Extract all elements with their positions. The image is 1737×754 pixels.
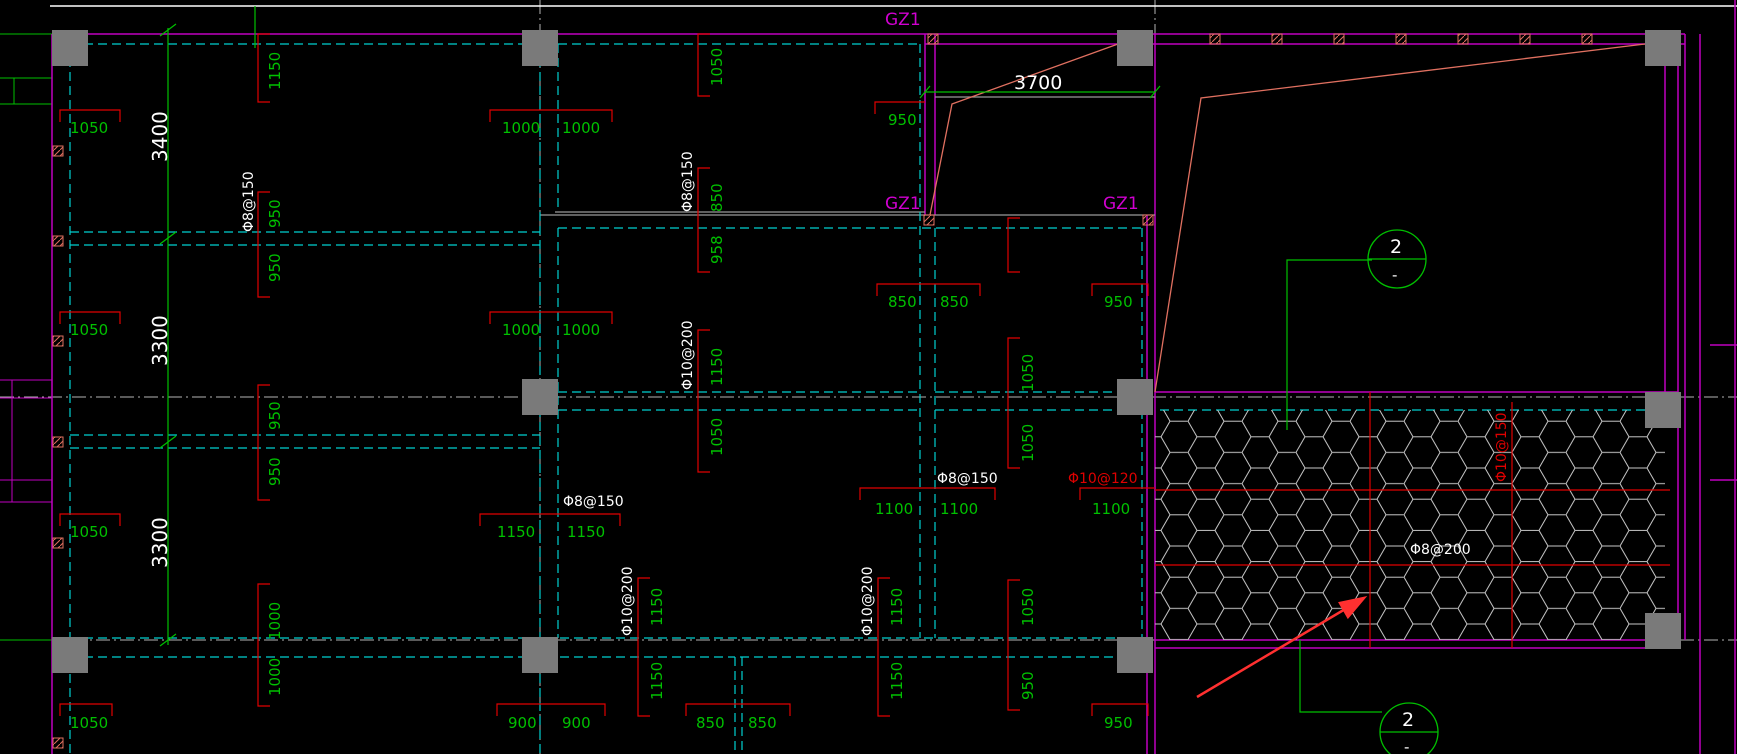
bar-length: 950 <box>266 401 284 430</box>
bar-length: 1100 <box>875 500 913 518</box>
rebar-labels: Φ8@150 Φ8@150 Φ10@200 Φ8@150 Φ8@150 Φ10@… <box>241 151 1510 636</box>
annotation-arrow <box>1196 596 1368 699</box>
bar-length: 950 <box>266 253 284 282</box>
gz1-label-mid-right: GZ1 <box>1103 194 1139 214</box>
section-sub-a: - <box>1392 266 1397 284</box>
bar-length: 950 <box>1019 671 1037 700</box>
dim-3300-a: 3300 <box>148 315 172 366</box>
bar-length: 850 <box>888 293 917 311</box>
bar-length: 950 <box>1104 714 1133 732</box>
bar-length: 850 <box>696 714 725 732</box>
gz1-label-mid-left: GZ1 <box>885 194 921 214</box>
hatched-slab <box>1155 410 1665 640</box>
section-markers <box>1367 229 1439 754</box>
rebar-label: Φ8@150 <box>937 471 998 487</box>
bar-length: 1000 <box>266 658 284 696</box>
section-num-b: 2 <box>1402 709 1414 731</box>
rebar-brackets-v <box>257 33 1670 717</box>
bar-length: 950 <box>266 199 284 228</box>
bar-length: 1050 <box>70 321 108 339</box>
bar-length: 1050 <box>708 48 726 86</box>
beam-outlines <box>69 43 1660 754</box>
columns <box>52 30 1681 673</box>
bar-length: 1050 <box>1019 354 1037 392</box>
bar-length: 1150 <box>266 52 284 90</box>
bar-length: 1000 <box>266 602 284 640</box>
rebar-brackets-h <box>59 101 1155 716</box>
left-edge-lines <box>0 33 52 641</box>
beam-lines <box>540 96 1155 216</box>
bar-length: 1150 <box>497 523 535 541</box>
bar-length: 1050 <box>70 714 108 732</box>
section-num-a: 2 <box>1390 236 1402 258</box>
bar-length: 1150 <box>888 662 906 700</box>
bar-length: 1100 <box>940 500 978 518</box>
bar-length: 1000 <box>562 119 600 137</box>
bar-length: 950 <box>266 457 284 486</box>
rebar-label: Φ8@150 <box>241 171 257 232</box>
bar-length: 900 <box>562 714 591 732</box>
rebar-label: Φ10@200 <box>680 320 696 390</box>
bar-length: 850 <box>748 714 777 732</box>
bar-length: 1050 <box>1019 588 1037 626</box>
dim-3400: 3400 <box>148 111 172 162</box>
bar-length: 1050 <box>708 418 726 456</box>
gz1-markers <box>52 33 1593 749</box>
section-sub-b: - <box>1404 738 1409 754</box>
bar-length: 1100 <box>1092 500 1130 518</box>
dim-3700: 3700 <box>1014 72 1062 94</box>
bar-length: 1150 <box>708 348 726 386</box>
rebar-label: Φ10@150 <box>1494 412 1510 482</box>
dim-3300-b: 3300 <box>148 517 172 568</box>
rebar-label: Φ8@150 <box>563 494 624 510</box>
bar-length-labels: 1050 1000 1000 1050 1000 1000 1050 1150 … <box>70 48 1133 732</box>
slope-lines <box>929 43 1646 393</box>
bar-length: 1000 <box>502 321 540 339</box>
bar-length: 950 <box>1104 293 1133 311</box>
bar-length: 1150 <box>648 662 666 700</box>
rebar-label: Φ8@150 <box>680 151 696 212</box>
bar-length: 1050 <box>1019 424 1037 462</box>
rebar-label: Φ10@200 <box>860 566 876 636</box>
gz1-label-top: GZ1 <box>885 10 921 30</box>
bar-length: 1000 <box>562 321 600 339</box>
left-edge-wall <box>0 379 52 503</box>
bar-length: 1000 <box>502 119 540 137</box>
bar-length: 850 <box>940 293 969 311</box>
rebar-label: Φ8@200 <box>1410 542 1471 558</box>
bar-length: 900 <box>508 714 537 732</box>
dimension-lines <box>159 6 1382 713</box>
text-labels: GZ1 GZ1 GZ1 3400 3300 3300 3700 2 - 2 - <box>148 10 1414 754</box>
bar-length: 958 <box>708 235 726 264</box>
bar-length: 1050 <box>70 119 108 137</box>
rebar-label: Φ10@120 <box>1068 471 1138 487</box>
bar-length: 850 <box>708 183 726 212</box>
bar-length: 1150 <box>567 523 605 541</box>
bar-length: 1150 <box>888 588 906 626</box>
bar-length: 1050 <box>70 523 108 541</box>
bar-length: 950 <box>888 111 917 129</box>
bar-length: 1150 <box>648 588 666 626</box>
rebar-label: Φ10@200 <box>620 566 636 636</box>
